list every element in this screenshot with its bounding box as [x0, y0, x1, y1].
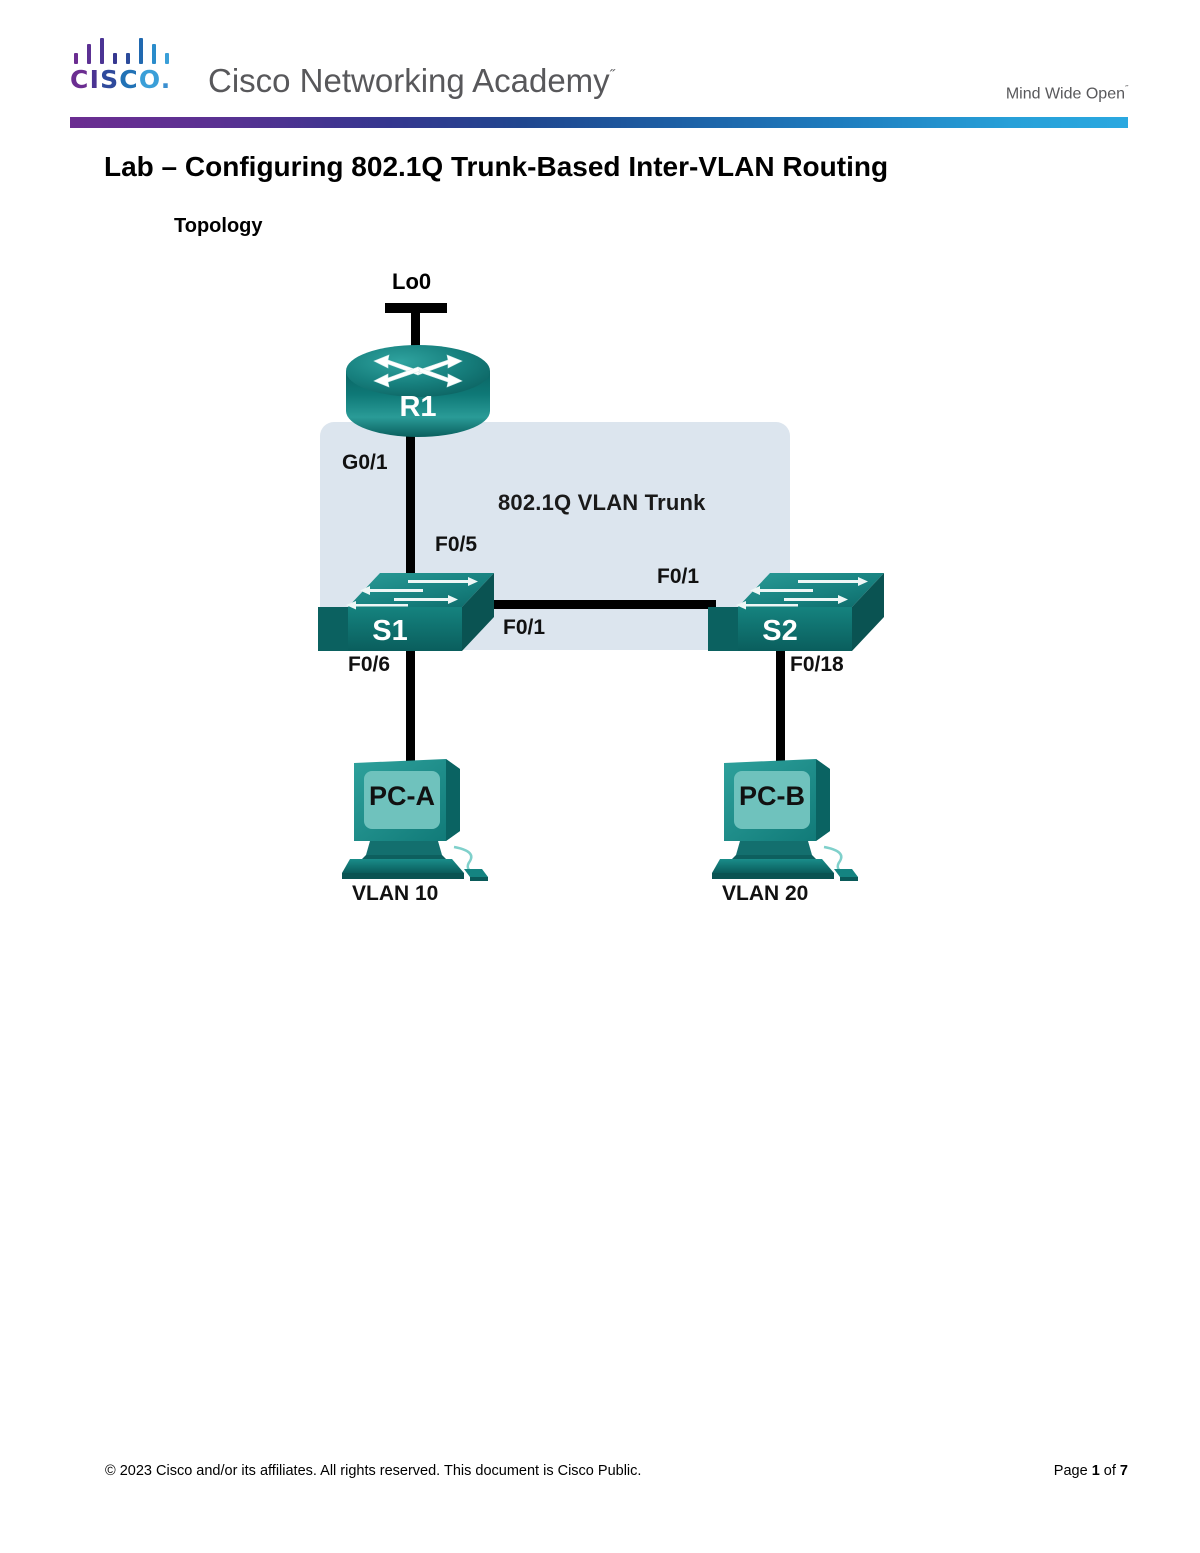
- link-lo0-r1: [411, 311, 420, 351]
- tagline-trademark: ˝: [1125, 84, 1128, 94]
- device-pc-b[interactable]: PC-B: [712, 755, 864, 883]
- header-gradient-divider: [70, 117, 1128, 128]
- cisco-logo-bar-5: [126, 53, 130, 64]
- cisco-logo-bars-icon: [74, 38, 178, 64]
- cisco-logo-bar-6: [139, 38, 143, 64]
- router-icon: [346, 345, 490, 437]
- cisco-wordmark-letter: C: [70, 65, 90, 94]
- cisco-logo-bar-1: [74, 53, 78, 64]
- device-switch-s1[interactable]: S1: [318, 565, 494, 665]
- port-label-s1-f0-1: F0/1: [503, 616, 546, 639]
- link-s2-pcb: [776, 643, 785, 768]
- cisco-wordmark-dot: .: [160, 65, 172, 94]
- port-label-f0-18: F0/18: [790, 653, 844, 676]
- cisco-logo-bar-8: [165, 53, 169, 64]
- port-label-f0-6: F0/6: [348, 653, 391, 676]
- device-pc-a[interactable]: PC-A: [342, 755, 494, 883]
- page-title: Lab – Configuring 802.1Q Trunk-Based Int…: [104, 151, 889, 182]
- device-label-pc-b: PC-B: [739, 781, 805, 811]
- cisco-wordmark: CISCO.: [70, 65, 171, 95]
- cisco-wordmark-letter: C: [119, 65, 139, 94]
- tagline-text: Mind Wide Open: [1005, 85, 1125, 103]
- port-label-g0-1: G0/1: [342, 451, 388, 474]
- port-label-f0-5: F0/5: [435, 533, 478, 556]
- device-router-r1[interactable]: R1: [344, 335, 492, 445]
- link-s1-s2: [488, 600, 716, 609]
- cisco-wordmark-text: CISCO: [70, 65, 161, 94]
- link-s1-pca: [406, 643, 415, 768]
- cisco-logo-bar-3: [100, 38, 104, 64]
- cisco-wordmark-letter: O: [138, 65, 161, 94]
- link-r1-s1: [406, 420, 415, 590]
- cisco-logo-bar-7: [152, 44, 156, 64]
- footer-page-current: 1: [1091, 1463, 1100, 1479]
- cisco-logo-bar-4: [113, 53, 117, 64]
- loopback-label: Lo0: [392, 269, 432, 294]
- academy-title: Cisco Networking Academy˝: [208, 62, 615, 100]
- device-label-pc-a: PC-A: [369, 781, 435, 811]
- page-header: CISCO. Cisco Networking Academy˝ Mind Wi…: [0, 0, 1200, 136]
- page-footer: © 2023 Cisco and/or its affiliates. All …: [0, 1455, 1200, 1495]
- switch-icon: [708, 573, 884, 651]
- cisco-wordmark-letter: I: [89, 65, 101, 94]
- network-topology-diagram: 802.1Q VLAN Trunk Lo0: [0, 255, 1200, 935]
- vlan-label-20: VLAN 20: [722, 882, 809, 905]
- cisco-wordmark-letter: S: [100, 65, 120, 94]
- tagline: Mind Wide Open˝: [1006, 84, 1128, 103]
- footer-copyright: © 2023 Cisco and/or its affiliates. All …: [105, 1463, 642, 1479]
- port-label-s2-f0-1: F0/1: [657, 565, 700, 588]
- cisco-logo-bar-2: [87, 44, 91, 64]
- vlan-trunk-label: 802.1Q VLAN Trunk: [498, 490, 706, 515]
- academy-trademark: ˝: [609, 67, 615, 84]
- pc-icon: [712, 759, 858, 881]
- footer-page-total: 7: [1119, 1463, 1128, 1479]
- vlan-label-10: VLAN 10: [352, 882, 439, 905]
- academy-title-text: Cisco Networking Academy: [208, 62, 610, 99]
- cisco-logo: CISCO.: [70, 38, 182, 100]
- device-switch-s2[interactable]: S2: [708, 565, 884, 665]
- section-heading-topology: Topology: [174, 215, 263, 237]
- loopback-connector-bar-icon: [385, 303, 447, 313]
- pc-icon: [342, 759, 488, 881]
- switch-icon: [318, 573, 494, 651]
- footer-page-middle: of: [1099, 1463, 1120, 1479]
- footer-page-prefix: Page: [1053, 1463, 1092, 1479]
- footer-page-number: Page 1 of 7: [1054, 1463, 1128, 1479]
